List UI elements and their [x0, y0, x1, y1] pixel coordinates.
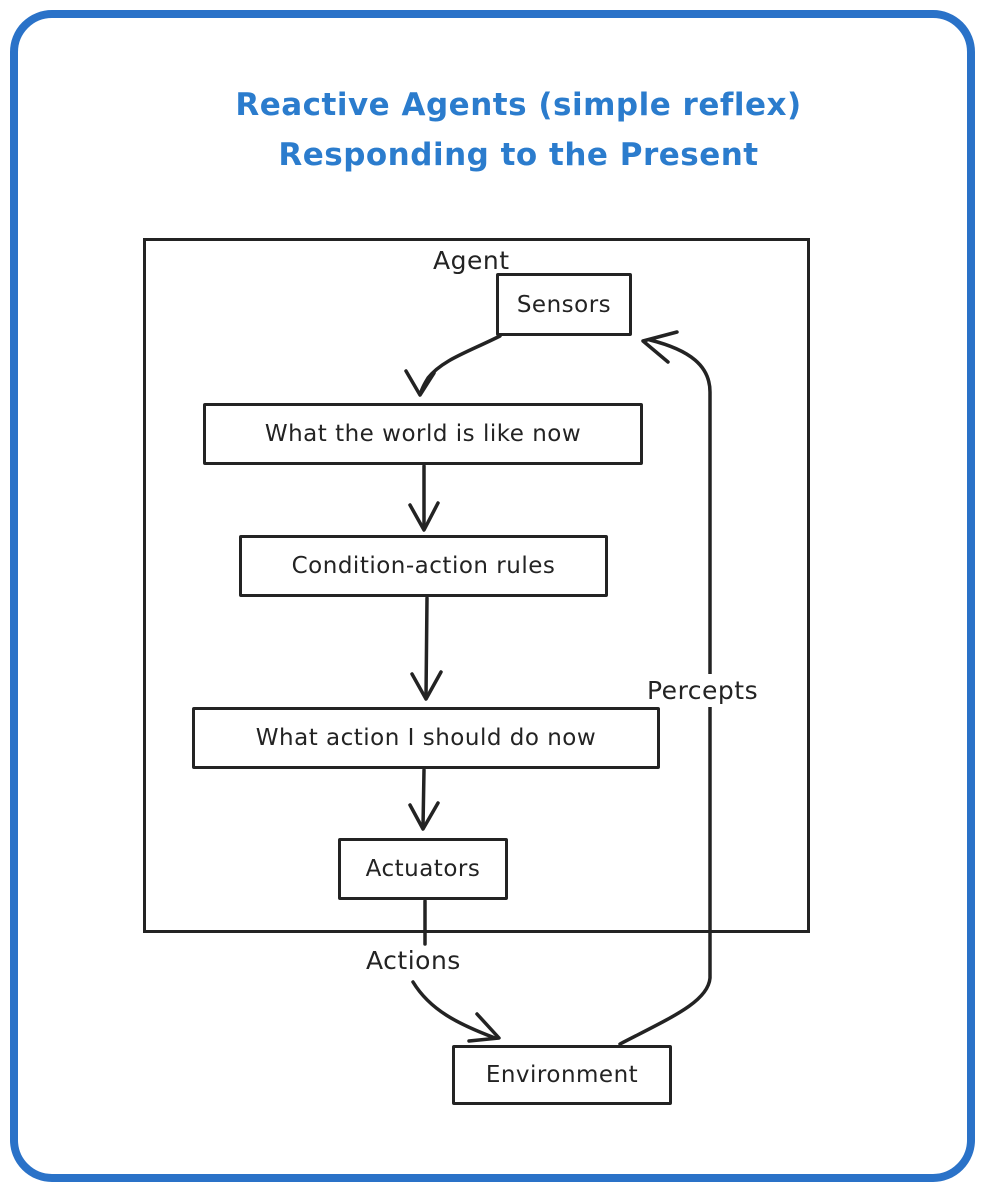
node-action-choice-label: What action I should do now — [255, 725, 597, 751]
arrowhead-percepts-to-sensors — [641, 330, 679, 364]
node-condition-action-rules-label: Condition-action rules — [291, 553, 556, 579]
node-sensors: Sensors — [496, 273, 632, 336]
arrow-actions-to-environment — [411, 980, 497, 1040]
arrow-percepts-to-sensors — [618, 338, 712, 1046]
arrowhead-rules-to-action — [410, 670, 443, 701]
arrow-sensors-to-world — [419, 334, 502, 394]
node-world-state: What the world is like now — [203, 403, 643, 465]
node-condition-action-rules: Condition-action rules — [239, 535, 608, 597]
page-title: Reactive Agents (simple reflex) Respondi… — [44, 80, 993, 180]
percepts-edge-label: Percepts — [641, 674, 765, 707]
node-world-state-label: What the world is like now — [264, 421, 582, 447]
title-line-2: Responding to the Present — [278, 137, 759, 173]
arrow-rules-to-action — [424, 596, 429, 699]
agent-boundary-rect — [143, 238, 810, 933]
node-sensors-label: Sensors — [516, 291, 612, 318]
node-action-choice: What action I should do now — [192, 707, 660, 769]
agent-label: Agent — [433, 246, 510, 275]
node-actuators-label: Actuators — [365, 856, 481, 882]
title-line-1: Reactive Agents (simple reflex) — [235, 87, 802, 123]
actions-edge-label: Actions — [366, 946, 461, 975]
arrowhead-world-to-rules — [408, 501, 440, 532]
outer-rounded-border — [10, 10, 975, 1182]
arrowhead-actions-to-environment — [467, 1012, 501, 1043]
arrow-action-to-actuators — [421, 768, 426, 829]
arrowhead-action-to-actuators — [408, 801, 440, 831]
arrowhead-sensors-to-world — [404, 369, 436, 397]
node-environment-label: Environment — [485, 1062, 639, 1088]
node-actuators: Actuators — [338, 838, 508, 900]
node-environment: Environment — [452, 1045, 672, 1105]
